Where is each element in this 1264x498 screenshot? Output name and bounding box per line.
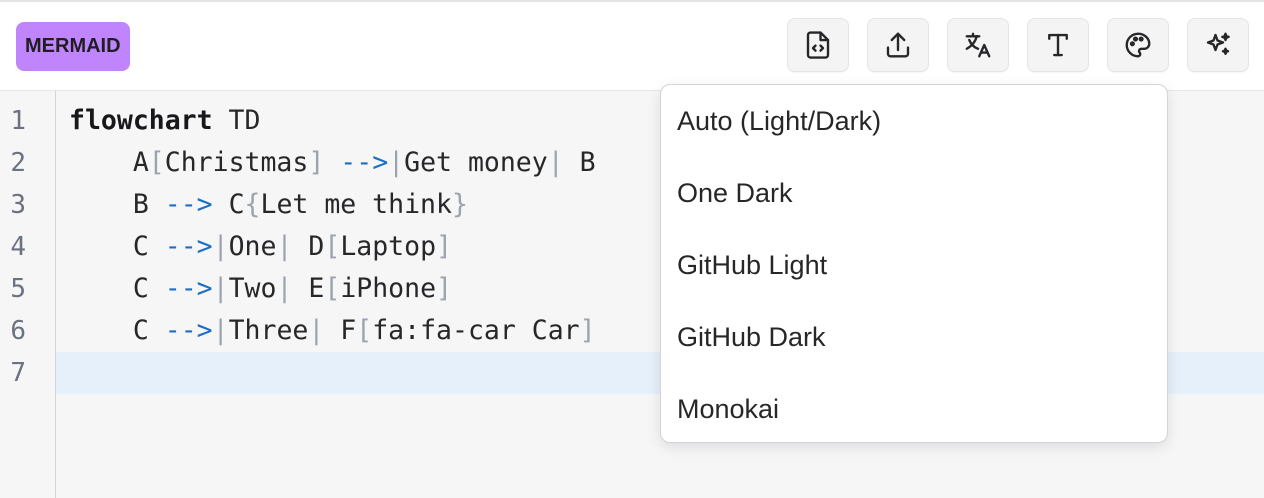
- code-line[interactable]: 2 A[Christmas] -->|Get money| B: [0, 142, 1264, 184]
- code-bracket: ]: [308, 147, 325, 178]
- code-bracket: ]: [436, 273, 453, 304]
- code-text: C -->|Three| F[fa:fa-car Car]: [69, 310, 596, 352]
- code-bracket: ]: [436, 231, 453, 262]
- line-number: 4: [10, 232, 26, 262]
- code-text: B --> C{Let me think}: [69, 184, 468, 226]
- share-button[interactable]: [867, 18, 929, 72]
- code-line[interactable]: 7: [0, 352, 1264, 394]
- code-bracket: }: [451, 189, 468, 220]
- font-icon: [1048, 33, 1068, 57]
- code-token: fa:fa-car Car: [372, 315, 580, 346]
- top-border: [0, 0, 1264, 2]
- theme-option-one-dark[interactable]: One Dark: [677, 178, 793, 208]
- code-bracket: [: [148, 147, 165, 178]
- code-bracket: [: [356, 315, 373, 346]
- line-number: 1: [10, 106, 26, 136]
- theme-option-github-light[interactable]: GitHub Light: [677, 250, 828, 280]
- code-arrow: -->: [164, 231, 213, 262]
- font-button[interactable]: [1027, 18, 1089, 72]
- code-token: [324, 147, 340, 178]
- line-number-gutter: [0, 91, 56, 498]
- code-token: Three: [228, 315, 309, 346]
- code-bracket: [: [324, 273, 341, 304]
- code-bracket: |: [212, 231, 229, 262]
- code-keyword: flowchart: [69, 105, 213, 136]
- code-line[interactable]: 1 flowchart TD: [0, 100, 1264, 142]
- code-token: Two: [228, 273, 277, 304]
- code-bracket: {: [244, 189, 261, 220]
- code-bracket: |: [547, 147, 564, 178]
- line-number: 6: [10, 316, 26, 346]
- code-token: Laptop: [340, 231, 437, 262]
- code-token: Let me think: [260, 189, 452, 220]
- code-arrow: -->: [340, 147, 389, 178]
- export-code-button[interactable]: [787, 18, 849, 72]
- palette-icon: [1125, 32, 1151, 58]
- editor-toolbar: MERMAID: [0, 2, 1264, 91]
- sparkles-icon: [1206, 32, 1230, 55]
- code-line[interactable]: 6 C -->|Three| F[fa:fa-car Car]: [0, 310, 1264, 352]
- code-token: C: [69, 315, 165, 346]
- code-token: One: [228, 231, 277, 262]
- code-bracket: [: [324, 231, 341, 262]
- translate-button[interactable]: [947, 18, 1009, 72]
- theme-dropdown-menu: Auto (Light/Dark) One Dark GitHub Light …: [660, 84, 1168, 443]
- ai-button[interactable]: [1187, 18, 1249, 72]
- code-token: F: [324, 315, 357, 346]
- code-token: C: [69, 273, 165, 304]
- theme-option-auto[interactable]: Auto (Light/Dark): [677, 106, 882, 136]
- code-token: B: [69, 189, 165, 220]
- code-token: Get money: [404, 147, 548, 178]
- code-token: TD: [212, 105, 261, 136]
- code-text: C -->|Two| E[iPhone]: [69, 268, 452, 310]
- theme-option-monokai[interactable]: Monokai: [677, 394, 780, 424]
- code-token: A: [69, 147, 149, 178]
- code-arrow: -->: [164, 189, 213, 220]
- code-bracket: |: [212, 273, 229, 304]
- line-number: 7: [10, 358, 26, 388]
- code-text: A[Christmas] -->|Get money| B: [69, 142, 596, 184]
- code-token: E: [292, 273, 325, 304]
- code-token: C: [212, 189, 245, 220]
- code-bracket: |: [308, 315, 325, 346]
- line-number: 5: [10, 274, 26, 304]
- code-token: Christmas: [164, 147, 309, 178]
- translate-icon: [965, 32, 991, 58]
- code-line[interactable]: 4 C -->|One| D[Laptop]: [0, 226, 1264, 268]
- upload-icon: [886, 32, 910, 58]
- code-bracket: |: [276, 231, 293, 262]
- code-text: C -->|One| D[Laptop]: [69, 226, 452, 268]
- language-badge[interactable]: MERMAID: [16, 22, 130, 71]
- line-number: 2: [10, 148, 26, 178]
- theme-button[interactable]: [1107, 18, 1169, 72]
- code-token: D: [292, 231, 325, 262]
- code-token: B: [563, 147, 596, 178]
- code-line[interactable]: 3 B --> C{Let me think}: [0, 184, 1264, 226]
- code-line[interactable]: 5 C -->|Two| E[iPhone]: [0, 268, 1264, 310]
- code-bracket: |: [212, 315, 229, 346]
- code-bracket: |: [276, 273, 293, 304]
- file-code-icon: [806, 31, 830, 59]
- theme-option-github-dark[interactable]: GitHub Dark: [677, 322, 826, 352]
- code-arrow: -->: [164, 273, 213, 304]
- code-bracket: ]: [579, 315, 596, 346]
- code-text: flowchart TD: [69, 100, 260, 142]
- code-bracket: |: [388, 147, 405, 178]
- line-number: 3: [10, 190, 26, 220]
- code-token: iPhone: [340, 273, 437, 304]
- code-arrow: -->: [164, 315, 213, 346]
- code-token: C: [69, 231, 165, 262]
